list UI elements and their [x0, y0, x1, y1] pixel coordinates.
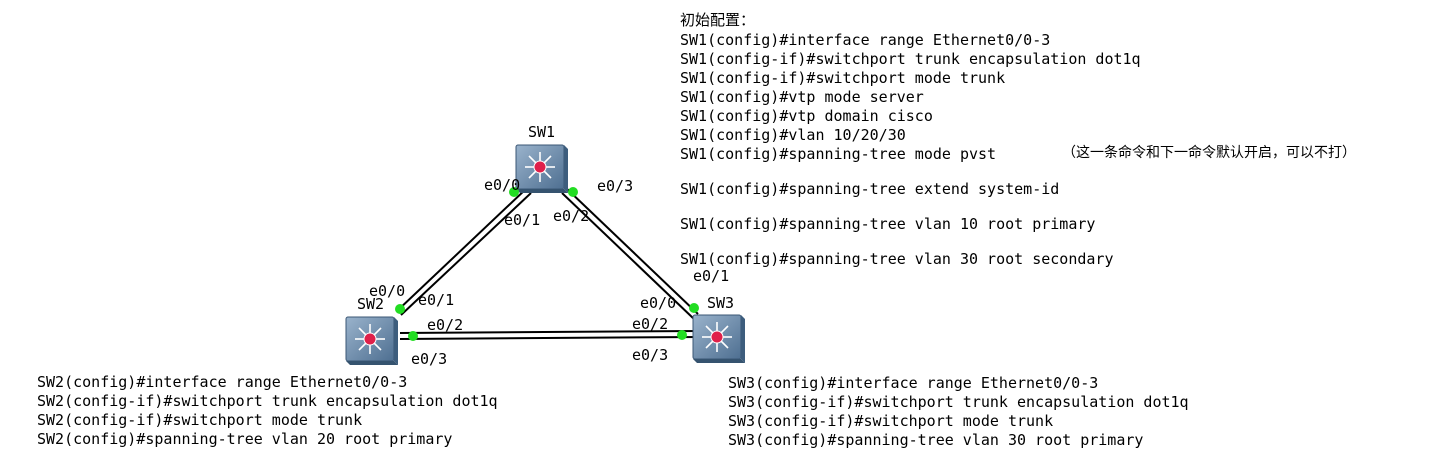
sw1-config-line: SW1(config)#vtp mode server [680, 88, 924, 106]
port-label: e0/0 [640, 294, 677, 312]
link-sw1-sw2 [396, 187, 532, 316]
port-dot-sw1-e0-2 [568, 187, 578, 197]
sw1-config-line: SW1(config)#spanning-tree mode pvst [680, 145, 997, 163]
sw1-config-line: SW1(config)#vtp domain cisco [680, 107, 933, 125]
sw2-config-line: SW2(config-if)#switchport mode trunk [37, 411, 363, 429]
config-title: 初始配置： [680, 11, 756, 29]
port-dots [395, 187, 699, 341]
link-sw1-sw3 [561, 187, 699, 320]
sw1-config-line: SW1(config-if)#switchport trunk encapsul… [680, 50, 1141, 68]
sw3-label: SW3 [707, 294, 735, 312]
sw3-config-line: SW3(config)#interface range Ethernet0/0-… [728, 374, 1099, 392]
port-label: e0/3 [597, 177, 634, 195]
port-label: e0/2 [632, 315, 669, 333]
port-label: e0/3 [632, 346, 669, 364]
sw1-config-line: SW1(config)#spanning-tree vlan 10 root p… [680, 215, 1096, 233]
port-dot-sw2-e0-2 [408, 331, 418, 341]
sw1-config-line: SW1(config-if)#switchport mode trunk [680, 69, 1006, 87]
sw3-switch-icon[interactable] [692, 314, 746, 364]
sw1-config-line: SW1(config)#vlan 10/20/30 [680, 126, 906, 144]
port-dot-sw3-e0-2 [677, 330, 687, 340]
sw3-config-line: SW3(config-if)#switchport trunk encapsul… [728, 393, 1189, 411]
sw1-label: SW1 [528, 123, 556, 141]
port-label: e0/2 [427, 316, 464, 334]
port-dot-sw1-e0-0 [509, 187, 519, 197]
sw1-note: （这一条命令和下一命令默认开启，可以不打） [1062, 145, 1356, 161]
port-label: e0/3 [411, 350, 448, 368]
sw1-config-line: SW1(config)#spanning-tree extend system-… [680, 180, 1060, 198]
port-dot-sw3-e0-0 [689, 303, 699, 313]
port-label: e0/0 [484, 176, 521, 194]
sw2-config-line: SW2(config-if)#switchport trunk encapsul… [37, 392, 498, 410]
sw3-config-line: SW3(config-if)#switchport mode trunk [728, 412, 1054, 430]
port-dot-sw2-e0-0 [395, 304, 405, 314]
sw1-config-line: SW1(config)#interface range Ethernet0/0-… [680, 31, 1051, 49]
link-sw2-sw3 [399, 330, 701, 340]
port-label: e0/1 [693, 267, 730, 285]
port-label: e0/1 [418, 291, 455, 309]
port-label: e0/2 [553, 207, 590, 225]
sw2-switch-icon[interactable] [345, 316, 399, 366]
sw2-config-line: SW2(config)#spanning-tree vlan 20 root p… [37, 430, 453, 448]
sw3-config-line: SW3(config)#spanning-tree vlan 30 root p… [728, 431, 1144, 449]
sw1-switch-icon[interactable] [515, 144, 569, 194]
sw2-label: SW2 [357, 295, 385, 313]
sw2-config-line: SW2(config)#interface range Ethernet0/0-… [37, 373, 408, 391]
port-label: e0/1 [504, 211, 541, 229]
sw1-config-line: SW1(config)#spanning-tree vlan 30 root s… [680, 250, 1114, 268]
port-label: e0/0 [369, 282, 406, 300]
